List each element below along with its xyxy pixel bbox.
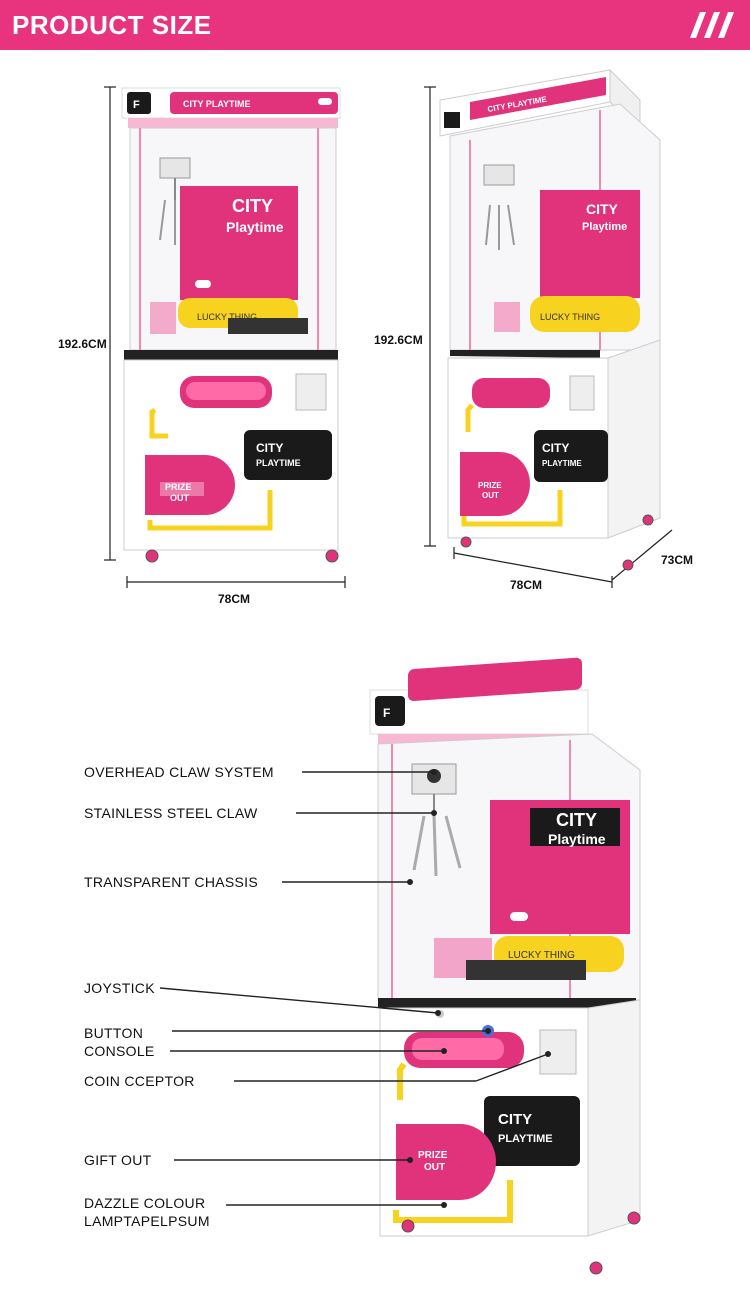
front-view-machine: F CITY PLAYTIME CITY Playtime LUCKY THIN…: [104, 86, 346, 588]
callout-stainless-steel-claw: STAINLESS STEEL CLAW: [84, 805, 258, 821]
front-brand-title: CITY PLAYTIME: [183, 99, 251, 109]
side-width-dimension-line: [453, 547, 613, 588]
svg-text:CITY: CITY: [586, 201, 619, 217]
svg-text:PRIZE: PRIZE: [165, 482, 192, 492]
svg-text:F: F: [383, 706, 390, 720]
callout-dazzle-colour: DAZZLE COLOUR: [84, 1195, 206, 1211]
front-height-label: 192.6CM: [58, 337, 107, 351]
svg-text:CITY: CITY: [542, 441, 569, 455]
leader-joystick: [159, 987, 439, 1014]
callout-button: BUTTON: [84, 1025, 144, 1041]
side-height-dimension-line: [424, 86, 436, 547]
side-view-machine: CITY PLAYTIME CITY Playtime LUCKY THING …: [424, 68, 673, 588]
svg-text:LUCKY THING: LUCKY THING: [197, 312, 257, 322]
callout-gift-out: GIFT OUT: [84, 1152, 152, 1168]
callout-lamptape: LAMPTAPELPSUM: [84, 1213, 210, 1229]
labeled-machine: F CITY PLAYTIME CITY Playtime LUCKY THIN…: [369, 657, 641, 1275]
callout-joystick: JOYSTICK: [84, 980, 155, 996]
front-height-dimension-line: [104, 86, 116, 561]
svg-text:OUT: OUT: [482, 491, 499, 500]
front-width-dimension-line: [126, 576, 346, 588]
svg-text:PLAYTIME: PLAYTIME: [542, 459, 582, 468]
side-height-label: 192.6CM: [374, 333, 423, 347]
labeled-brand-title: CITY PLAYTIME: [424, 697, 500, 713]
svg-text:CITY: CITY: [232, 196, 273, 216]
callout-overhead-claw-system: OVERHEAD CLAW SYSTEM: [84, 764, 274, 780]
svg-text:Playtime: Playtime: [582, 221, 627, 233]
callout-coin-acceptor: COIN CCEPTOR: [84, 1073, 195, 1089]
svg-text:OUT: OUT: [170, 493, 190, 503]
svg-text:F: F: [133, 99, 140, 111]
svg-text:PRIZE: PRIZE: [418, 1150, 448, 1161]
svg-text:PLAYTIME: PLAYTIME: [256, 458, 301, 468]
callout-console: CONSOLE: [84, 1043, 155, 1059]
svg-text:PLAYTIME: PLAYTIME: [498, 1133, 553, 1145]
svg-text:LUCKY THING: LUCKY THING: [508, 950, 575, 961]
svg-text:CITY: CITY: [556, 810, 597, 830]
front-width-label: 78CM: [218, 592, 251, 606]
side-width-label: 78CM: [510, 578, 543, 592]
svg-text:OUT: OUT: [424, 1162, 445, 1173]
svg-text:LUCKY THING: LUCKY THING: [540, 312, 600, 322]
svg-text:PRIZE: PRIZE: [478, 481, 502, 490]
svg-text:CITY: CITY: [256, 441, 283, 455]
triple-slash-icon: [690, 12, 734, 38]
page-title: PRODUCT SIZE: [12, 10, 212, 40]
header-bar: PRODUCT SIZE: [0, 0, 750, 50]
leader-coin-acceptor-diag: [475, 1053, 549, 1082]
svg-text:Playtime: Playtime: [226, 219, 284, 235]
callout-transparent-chassis: TRANSPARENT CHASSIS: [84, 874, 258, 890]
svg-text:CITY: CITY: [498, 1111, 532, 1128]
side-depth-dimension-line: [611, 529, 673, 581]
svg-text:Playtime: Playtime: [548, 831, 606, 847]
side-depth-label: 73CM: [661, 553, 694, 567]
